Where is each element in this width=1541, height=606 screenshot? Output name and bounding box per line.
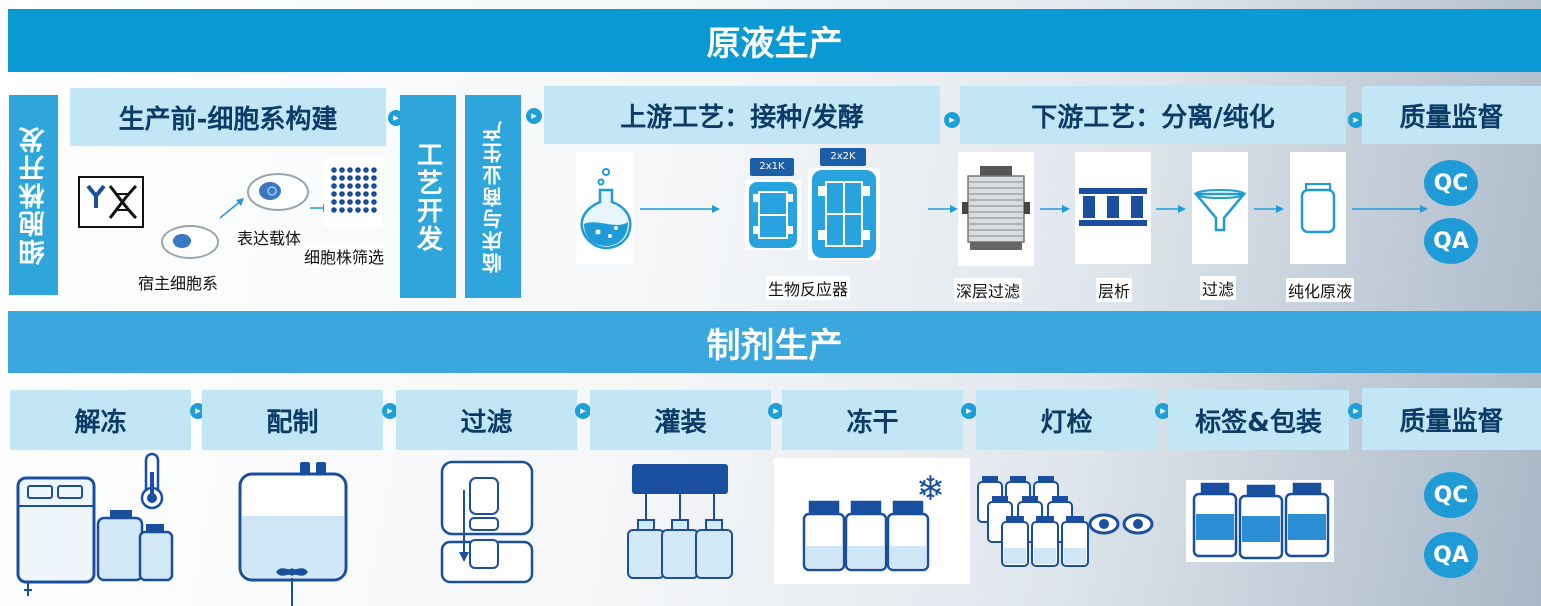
chevron-right-icon: ▸: [1155, 403, 1171, 419]
chevron-right-icon: ▸: [382, 403, 398, 419]
depth-filter-icon: [958, 152, 1034, 266]
bioreactor-1k-icon: [745, 180, 801, 250]
process-development-bar: 工艺开发: [400, 95, 456, 298]
downstream-process-label: 下游工艺：分离/纯化: [1031, 102, 1275, 133]
drug-substance-banner: 原液生产: [8, 9, 1541, 72]
arrow-icon: [928, 204, 958, 214]
arrow-icon: [1352, 204, 1428, 214]
depth-filter-label: 深层过滤: [954, 278, 1023, 302]
qa-label: QA: [1433, 228, 1469, 254]
upstream-process-label: 上游工艺：接种/发酵: [620, 102, 864, 133]
qc-label: QC: [1433, 170, 1469, 196]
filtration-label: 过滤: [1200, 276, 1237, 300]
host-cell-label: 宿主细胞系: [138, 274, 219, 293]
step-visual-inspection: 灯检: [976, 390, 1157, 450]
filter-housing-icon: [440, 460, 534, 586]
qa-label: QA: [1433, 542, 1469, 568]
step-filling: 灌装: [590, 390, 771, 450]
bioreactor-2k-icon: [808, 168, 880, 260]
clinical-commercial-bar: 临床与商业生产: [465, 95, 521, 298]
drug-product-banner: 制剂生产: [8, 311, 1541, 373]
step-lyophilization: 冻干: [782, 390, 963, 450]
quality-supervision-header-top: 质量监督: [1362, 86, 1541, 144]
visual-inspection-icon: [974, 472, 1156, 572]
host-cell-icon: [160, 224, 220, 260]
step-labeling-packaging-label: 标签&包装: [1195, 407, 1322, 438]
bioreactor-label: 生物反应器: [766, 276, 851, 300]
cell-screening-plate-icon: [324, 158, 382, 228]
qc-badge-bottom: QC: [1424, 472, 1478, 518]
step-lyophilization-label: 冻干: [846, 407, 899, 438]
arrow-icon: [218, 196, 248, 220]
chevron-right-icon: ▸: [575, 403, 591, 419]
step-compounding-label: 配制: [266, 407, 319, 438]
step-thawing: 解冻: [10, 390, 191, 450]
step-visual-inspection-label: 灯检: [1040, 407, 1093, 438]
chevron-right-icon: ▸: [1348, 112, 1364, 128]
arrow-icon: [640, 204, 720, 214]
cell-line-construction-label: 生产前-细胞系构建: [118, 104, 338, 135]
chromatography-icon: [1075, 152, 1151, 264]
labeled-vials-icon: [1186, 480, 1334, 562]
expression-vector-label: 表达载体: [237, 229, 302, 248]
svg-text:❄: ❄: [916, 469, 945, 509]
qc-badge-top: QC: [1424, 160, 1478, 206]
purified-bulk-label: 纯化原液: [1286, 278, 1355, 302]
quality-supervision-label: 质量监督: [1399, 102, 1504, 133]
cell-line-development-bar: 细胞株开发: [9, 95, 58, 295]
qa-badge-top: QA: [1424, 218, 1478, 264]
bioreactor-2k-tag: 2x2K: [820, 148, 866, 166]
step-filtration: 过滤: [396, 390, 577, 450]
chevron-right-icon: ▸: [768, 403, 784, 419]
cell-screening-label: 细胞株筛选: [304, 244, 385, 268]
quality-supervision-bottom-label: 质量监督: [1399, 406, 1504, 437]
thawing-bag-icon: [14, 452, 186, 598]
chevron-right-icon: ▸: [944, 112, 960, 128]
dna-antibody-icon: [78, 176, 144, 228]
clinical-commercial-label: 临床与商业生产: [481, 119, 506, 274]
chevron-right-icon: ▸: [526, 108, 542, 124]
drug-product-title: 制剂生产: [706, 325, 843, 366]
upstream-process-header: 上游工艺：接种/发酵: [544, 86, 940, 144]
chevron-right-icon: ▸: [1348, 403, 1364, 419]
arrow-icon: [1156, 204, 1186, 214]
funnel-icon: [1192, 152, 1248, 264]
chevron-right-icon: ▸: [961, 403, 977, 419]
bioreactor-1k-tag: 2x1K: [750, 158, 794, 176]
arrow-icon: [1040, 204, 1070, 214]
compounding-tank-icon: [236, 460, 350, 606]
arrow-icon: [1254, 204, 1284, 214]
lyophilization-vials-icon: ❄: [774, 458, 970, 584]
step-labeling-packaging: 标签&包装: [1168, 390, 1349, 450]
cell-line-construction-header: 生产前-细胞系构建: [70, 88, 386, 146]
chromatography-label: 层析: [1096, 278, 1133, 302]
step-filtration-label: 过滤: [460, 407, 513, 438]
bulk-jar-icon: [1290, 152, 1346, 264]
quality-supervision-header-bottom: 质量监督: [1362, 388, 1541, 450]
step-thawing-label: 解冻: [74, 407, 127, 438]
filling-machine-icon: [626, 462, 734, 582]
qc-label: QC: [1433, 482, 1469, 508]
cell-line-development-label: 细胞株开发: [19, 125, 49, 265]
qa-badge-bottom: QA: [1424, 532, 1478, 578]
step-filling-label: 灌装: [654, 407, 707, 438]
step-compounding: 配制: [202, 390, 383, 450]
expression-vector-cell-icon: [246, 172, 310, 212]
process-development-label: 工艺开发: [412, 140, 443, 253]
downstream-process-header: 下游工艺：分离/纯化: [960, 86, 1346, 144]
drug-substance-title: 原液生产: [706, 24, 843, 64]
flask-icon: [576, 152, 634, 264]
